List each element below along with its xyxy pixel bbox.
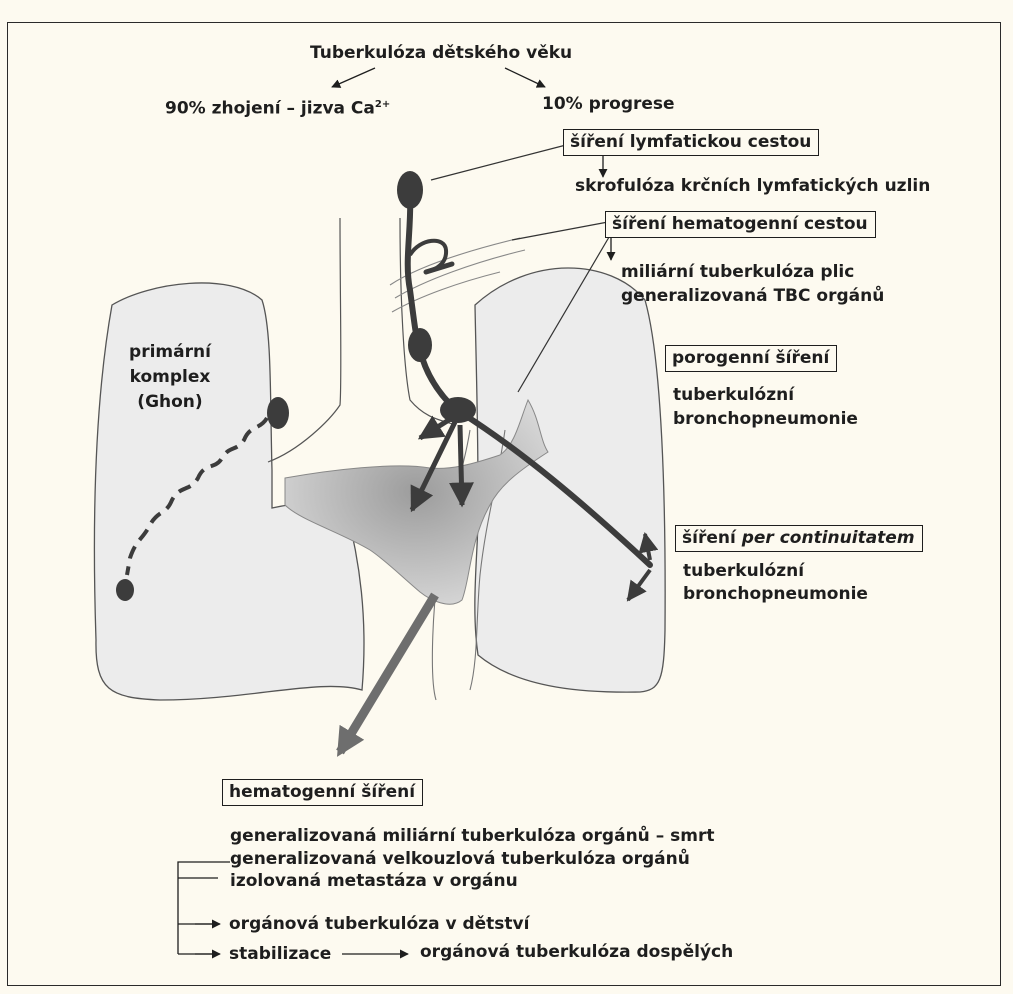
hilar-node: [440, 397, 476, 423]
healing-label: 90% zhojení – jizva Ca2+: [165, 94, 390, 120]
primary-hilar-node: [267, 397, 289, 429]
per-continuitatem-heading: šíření per continuitatem: [675, 525, 923, 552]
hematogenous-item-2: generalizovaná velkouzlová tuberkulóza o…: [230, 848, 690, 870]
diagram-title: Tuberkulóza dětského věku: [310, 42, 572, 64]
hematogenous-item-1: generalizovaná miliární tuberkulóza orgá…: [230, 825, 714, 847]
porogenic-result-2: bronchopneumonie: [673, 408, 858, 430]
outcome-bracket: [178, 862, 230, 954]
mediastinal-node: [408, 328, 432, 362]
hematogenous-item-3: izolovaná metastáza v orgánu: [230, 870, 518, 892]
neck-node: [397, 171, 423, 209]
progression-label: 10% progrese: [542, 93, 675, 115]
hematogenous-route-heading: šíření hematogenní cestou: [605, 211, 876, 238]
arrow-to-progression: [505, 68, 545, 87]
stabilization-label: stabilizace: [229, 943, 331, 965]
lymphatic-result: skrofulóza krčních lymfatických uzlin: [575, 175, 930, 197]
porogenic-result-1: tuberkulózní: [673, 384, 794, 406]
hematogenous-route-result-2: generalizovaná TBC orgánů: [621, 285, 884, 307]
primary-complex-label-3: (Ghon): [120, 391, 220, 413]
hematogenous-route-result-1: miliární tuberkulóza plic: [621, 261, 854, 283]
arrow-hilum-down: [460, 425, 462, 505]
lymphatic-heading: šíření lymfatickou cestou: [563, 129, 819, 156]
arrow-to-healing: [332, 68, 375, 87]
lymphatic-pointer: [431, 145, 566, 180]
adult-organ-tb: orgánová tuberkulóza dospělých: [420, 941, 733, 963]
per-continuitatem-result-2: bronchopneumonie: [683, 583, 868, 605]
per-continuitatem-result-1: tuberkulózní: [683, 560, 804, 582]
hematogenous-pointer: [512, 222, 608, 240]
primary-complex-label-1: primární: [120, 341, 220, 363]
healing-superscript: 2+: [375, 99, 390, 110]
lymphatic-path: [408, 188, 456, 410]
hematogenous-spread-heading: hematogenní šíření: [222, 779, 423, 806]
childhood-organ-tb: orgánová tuberkulóza v dětství: [229, 913, 529, 935]
primary-complex-label-2: komplex: [120, 366, 220, 388]
porogenic-heading: porogenní šíření: [665, 345, 837, 372]
ghon-focus: [116, 579, 134, 601]
